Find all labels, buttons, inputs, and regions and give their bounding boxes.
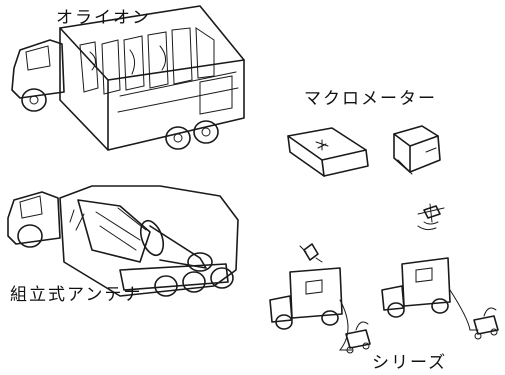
orion-label: オライオン: [56, 8, 151, 28]
macrometer-drawing: [287, 125, 441, 177]
series-label: シリーズ: [372, 353, 448, 373]
antenna-truck-drawing: [7, 185, 239, 297]
assembled-antenna-label: 組立式アンテナ: [10, 285, 143, 305]
macrometer-label: マクロメーター: [304, 89, 437, 109]
orion-truck-drawing: [11, 5, 245, 151]
series-vehicles-drawing: [269, 203, 499, 354]
